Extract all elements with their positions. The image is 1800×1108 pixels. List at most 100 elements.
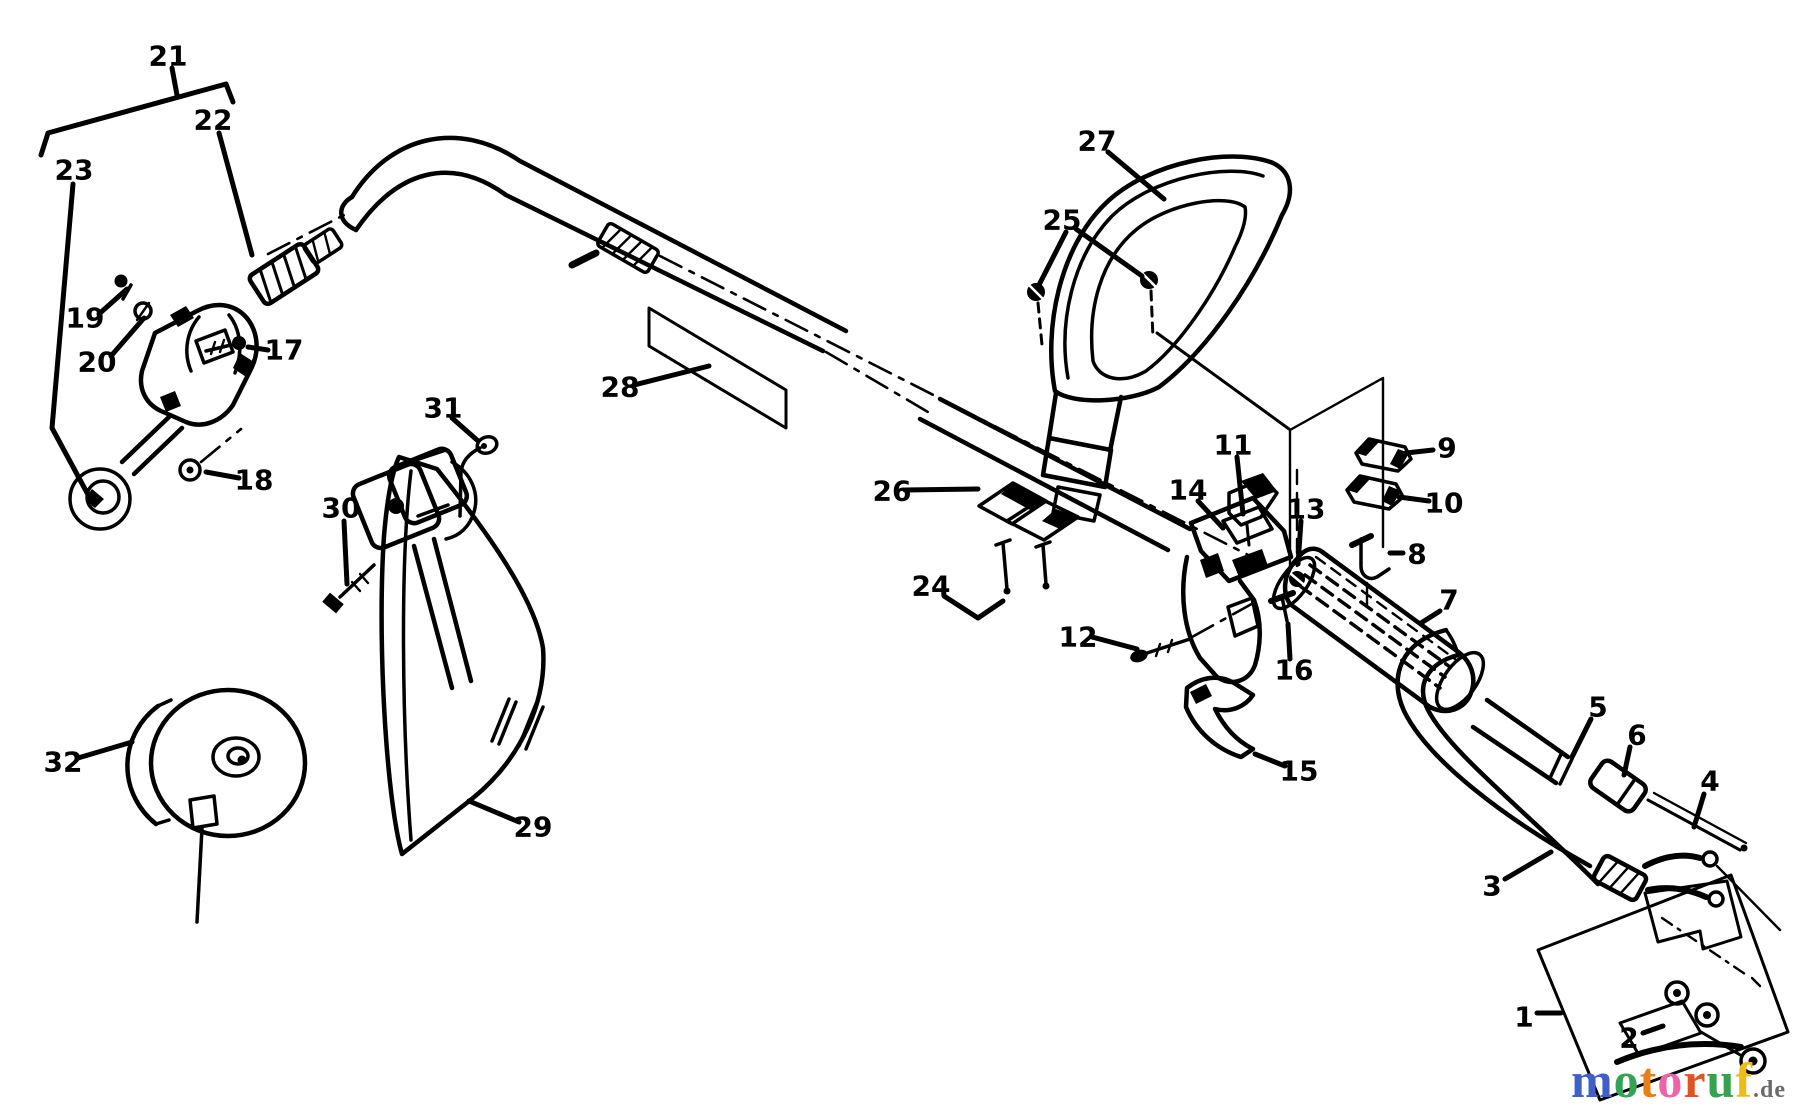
part-leader-20: [108, 315, 147, 359]
part-leader-19: [96, 286, 130, 317]
part-leader-15: [1252, 751, 1288, 769]
part-leader-5: [1569, 716, 1594, 760]
cable-adjuster-6: [1588, 758, 1648, 814]
part-leader-11: [1234, 454, 1246, 517]
part-label-2: 2: [1619, 1022, 1638, 1055]
part-leader-31: [449, 415, 480, 443]
part-label-12: 12: [1059, 621, 1098, 654]
logo-letter: t: [1639, 1051, 1658, 1108]
lower-shaft: [917, 396, 1193, 553]
cable-coupling-22: [247, 227, 344, 307]
part-leader-16: [1285, 621, 1293, 662]
gear-head: [119, 302, 259, 477]
part-leader-29: [466, 798, 522, 825]
part-leader-9: [1403, 447, 1436, 456]
part-label-9: 9: [1437, 432, 1456, 465]
part-leader-25-1: [1073, 226, 1145, 279]
switch-11: [1227, 473, 1279, 547]
bolt-30: [322, 563, 376, 614]
drive-shaft-tube: [339, 135, 849, 354]
handlebar-3: [1395, 627, 1601, 887]
part-label-32: 32: [44, 746, 83, 779]
part-label-28: 28: [601, 371, 640, 404]
part-label-31: 31: [424, 392, 463, 425]
logo-letter: u: [1706, 1051, 1736, 1108]
part-label-20: 20: [78, 346, 117, 379]
part-leader-14: [1195, 498, 1226, 531]
part-label-15: 15: [1280, 755, 1319, 788]
part-leader-18: [203, 469, 242, 481]
logo-domain-suffix: .de: [1753, 1076, 1786, 1103]
trigger-15: [1183, 675, 1256, 760]
part-label-16: 16: [1275, 654, 1314, 687]
part-leader-2: [1640, 1023, 1666, 1036]
part-label-24: 24: [912, 570, 951, 603]
part-label-10: 10: [1425, 487, 1464, 520]
screws-24: [994, 538, 1052, 595]
cable-clamp-26: [977, 481, 1080, 542]
shaft-coupler: [568, 221, 660, 275]
part-leader-27: [1105, 149, 1167, 202]
part-label-17: 17: [265, 334, 304, 367]
part-leader-21: [169, 65, 180, 98]
part-label-21: 21: [149, 40, 188, 73]
spool-32: [125, 687, 308, 924]
bolt-17: [204, 336, 246, 356]
part-label-4: 4: [1700, 765, 1719, 798]
part-label-3: 3: [1482, 870, 1501, 903]
decal-28: [647, 306, 788, 430]
motoruf-logo: motoruf.de: [1571, 1052, 1786, 1108]
logo-letter: o: [1657, 1051, 1684, 1108]
part-leader-6: [1621, 744, 1633, 778]
part-leader-7: [1418, 608, 1443, 626]
part-leader-32: [75, 739, 135, 761]
part-leader-24: [941, 593, 1006, 621]
switch-panel-1: [1536, 873, 1790, 1102]
part-leader-25: [1036, 229, 1069, 288]
part-leader-12: [1089, 634, 1140, 652]
loop-handle-27: [1049, 154, 1293, 403]
part-label-1: 1: [1514, 1001, 1533, 1034]
part-label-7: 7: [1439, 584, 1458, 617]
guard-shield-29: [379, 454, 546, 857]
part-label-26: 26: [873, 475, 912, 508]
logo-letter: f: [1735, 1051, 1753, 1108]
part-label-14: 14: [1169, 474, 1208, 507]
part-label-13: 13: [1287, 493, 1326, 526]
shaft-clamp: [350, 446, 478, 691]
panel-edge-swoosh: [1614, 1041, 1744, 1065]
screw-12: [1130, 637, 1192, 663]
clip-10: [1345, 474, 1405, 511]
part-leader-28: [631, 363, 712, 388]
part-leader-26: [902, 486, 981, 493]
logo-wordmark: motoruf: [1571, 1052, 1753, 1108]
part-leader-21-1: [38, 81, 236, 158]
part-label-25: 25: [1043, 204, 1082, 237]
part-label-27: 27: [1078, 125, 1117, 158]
wire-clip-31: [458, 434, 499, 518]
part-label-18: 18: [235, 464, 274, 497]
part-leader-3: [1502, 849, 1554, 882]
diagram-artwork: [68, 135, 1790, 1102]
group-bracket: [1288, 376, 1385, 568]
part-leader-30: [341, 518, 350, 587]
part-label-23: 23: [55, 154, 94, 187]
part-label-5: 5: [1588, 691, 1607, 724]
part-leader-4: [1691, 791, 1707, 830]
front-tube-5: [1470, 697, 1574, 786]
terminals-2: [1618, 980, 1767, 1075]
part-label-8: 8: [1407, 538, 1426, 571]
nut-18: [178, 458, 202, 482]
part-label-30: 30: [322, 492, 361, 525]
part-leader-10: [1396, 494, 1432, 504]
part-label-11: 11: [1214, 429, 1253, 462]
part-label-22: 22: [194, 104, 233, 137]
handle-bolts-25: [1027, 271, 1158, 347]
part-leader-13: [1295, 518, 1304, 567]
part-leader-23: [49, 181, 95, 505]
logo-letter: o: [1613, 1051, 1640, 1108]
logo-letter: m: [1571, 1051, 1614, 1108]
grip-7: [1271, 546, 1486, 714]
part-leader-17: [245, 344, 271, 353]
